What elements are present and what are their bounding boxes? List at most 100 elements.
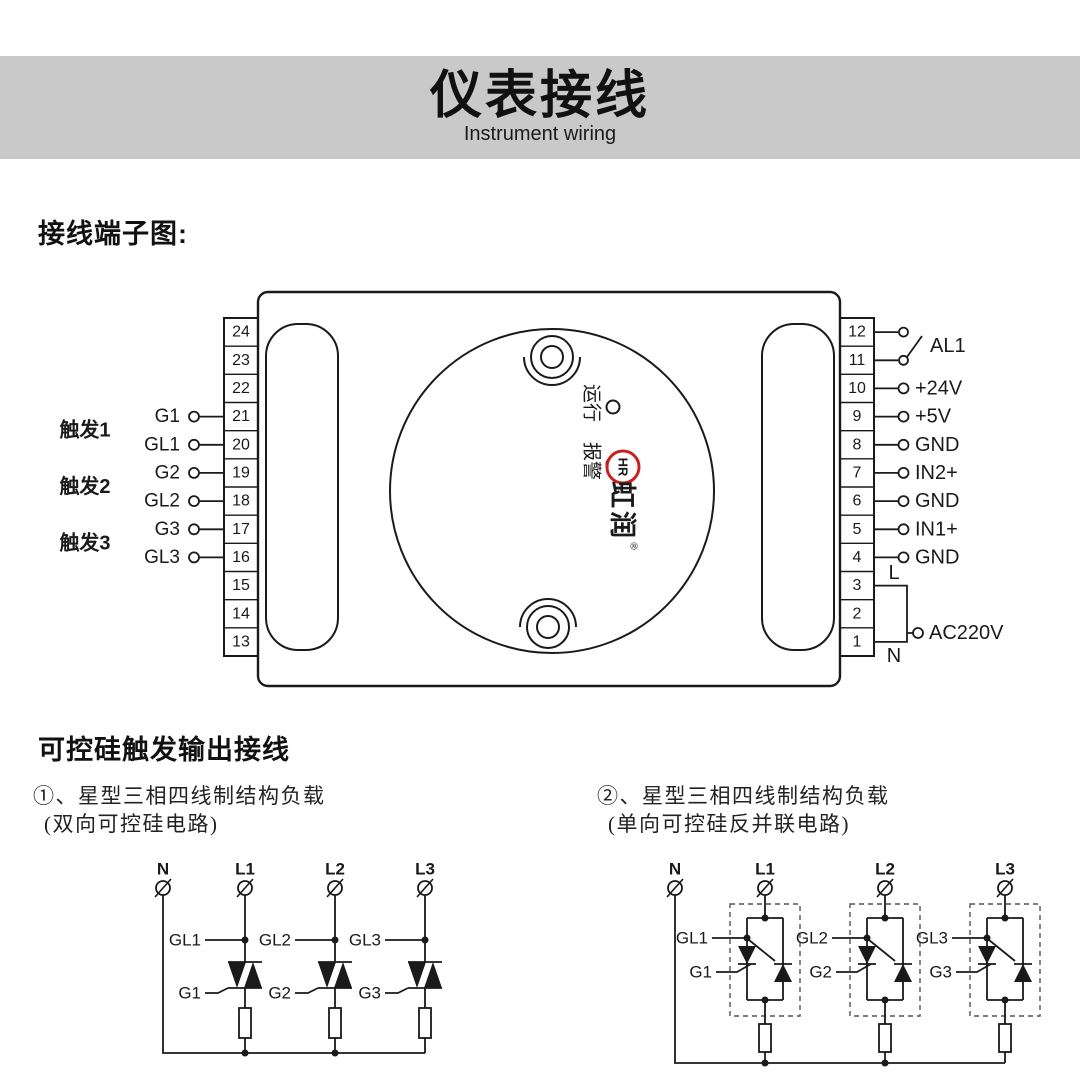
scr-icon (1014, 964, 1032, 982)
scr-icon (858, 946, 876, 964)
bottom-screw-inner (536, 615, 560, 639)
device-body-outline (256, 290, 842, 688)
junction-dots (743, 914, 1009, 1067)
pin-terminal-circle (897, 438, 910, 451)
alarm-output-al1: AL1 (874, 326, 966, 366)
pin-terminal-circle (188, 438, 200, 451)
device-terminal-diagram: 24 23 22 21 20 19 18 17 16 15 14 13 12 1… (59, 290, 1004, 688)
power-input: L N AC220V (874, 562, 1004, 667)
device-case (256, 290, 842, 688)
g2-label: G2 (268, 984, 291, 1003)
bottom-screw-pocket (519, 598, 577, 628)
load-resistor (238, 1007, 252, 1039)
hr-emblem-icon (605, 449, 641, 485)
terminal-number: 15 (232, 577, 250, 594)
terminal-slashes (666, 878, 1014, 898)
phase-label-n: N (157, 860, 169, 879)
meter-face (389, 328, 715, 654)
scr-icon (738, 946, 756, 964)
pin-terminal-circle (897, 495, 910, 508)
terminal-number: 18 (232, 493, 250, 510)
terminal-number: 9 (853, 408, 862, 425)
terminal-number: 24 (232, 324, 250, 341)
brand-logo: HR 虹润 ® (605, 449, 641, 550)
top-screw-outer (530, 335, 574, 379)
circuit1-wires (162, 895, 426, 1054)
gl2-label: GL2 (796, 929, 828, 948)
terminal-number: 13 (232, 633, 250, 650)
circuit2-title: ②、星型三相四线制结构负载 (597, 784, 890, 808)
pin-terminal-circle (897, 551, 910, 564)
terminal-number: 11 (849, 352, 866, 369)
trigger-group-1-label: 触发1 (59, 418, 110, 442)
terminal-number: 16 (232, 549, 250, 566)
right-terminal-strip (839, 317, 875, 657)
power-wires (874, 584, 913, 643)
left-terminal-numbers: 24 23 22 21 20 19 18 17 16 15 14 13 (232, 324, 250, 651)
al1-contact-circle (898, 326, 909, 338)
trigger-pin-wires (199, 415, 224, 559)
pin-terminal-circle (897, 410, 910, 423)
al1-wires (874, 331, 898, 362)
load-resistor (758, 1023, 772, 1053)
hr-emblem-text: HR (616, 458, 631, 477)
registered-mark: ® (628, 542, 639, 550)
terminal-number: 5 (853, 521, 862, 538)
scr-icon (978, 946, 996, 964)
triac-icon (334, 962, 352, 988)
scr-icon (774, 964, 792, 982)
circuit1-title: ①、星型三相四线制结构负载 (33, 784, 326, 808)
g3-label: G3 (358, 984, 381, 1003)
trigger-group-2-label: 触发2 (59, 474, 110, 498)
bottom-screw-outer (526, 605, 570, 649)
left-terminal-strip (223, 317, 259, 657)
terminal-number: 1 (853, 633, 862, 650)
alarm-indicator-label: 报警 (581, 442, 603, 480)
brand-name: 虹润 (607, 481, 638, 541)
pin-label-gnd: GND (915, 546, 959, 568)
terminal-number: 17 (232, 521, 250, 538)
load-resistor (328, 1007, 342, 1039)
pin-label-in1: IN1+ (915, 518, 958, 540)
circuit-2-scr-antiparallel: N L1 L2 L3 (666, 860, 1041, 1067)
circuit2-wires (674, 895, 1024, 1064)
circuit1-subtitle: (双向可控硅电路) (44, 812, 219, 836)
line-label: L (888, 562, 899, 584)
circuit-1-triac: N L1 L2 L3 GL1 GL2 G (154, 860, 442, 1057)
phase-label-l2: L2 (875, 860, 895, 879)
gl2-label: GL2 (259, 931, 291, 950)
left-strip-dividers (224, 345, 258, 629)
pin-label-gl3: GL3 (144, 547, 180, 568)
terminal-number: 21 (232, 408, 250, 425)
left-slot (265, 323, 339, 651)
load-resistor (998, 1023, 1012, 1053)
triac-icon (244, 962, 262, 988)
terminal-number: 4 (853, 549, 862, 566)
ac-terminal-circle (912, 627, 924, 639)
indicator-run: 运行 (581, 384, 621, 422)
phase-label-l3: L3 (995, 860, 1015, 879)
page-subtitle: Instrument wiring (463, 123, 617, 146)
scr-icon (894, 964, 912, 982)
g3-label: G3 (929, 963, 952, 982)
terminal-number: 19 (232, 464, 250, 481)
circuit2-subtitle: (单向可控硅反并联电路) (608, 812, 850, 836)
phase-label-l3: L3 (415, 860, 435, 879)
terminal-number: 10 (848, 380, 866, 397)
section-heading-scr-wiring: 可控硅触发输出接线 (38, 735, 290, 765)
pin-label-g1: G1 (155, 406, 180, 427)
terminal-number: 14 (232, 605, 250, 622)
right-slot (761, 323, 835, 651)
pin-label-g2: G2 (155, 462, 180, 483)
terminal-number: 2 (853, 605, 862, 622)
pin-terminal-circle (188, 523, 200, 536)
top-screw-pocket (523, 356, 581, 386)
run-indicator-label: 运行 (581, 384, 603, 422)
triac-icon (424, 962, 442, 988)
gl1-label: GL1 (676, 929, 708, 948)
gl3-label: GL3 (916, 929, 948, 948)
trigger-group-3-label: 触发3 (59, 530, 110, 554)
terminal-slashes (154, 878, 434, 898)
